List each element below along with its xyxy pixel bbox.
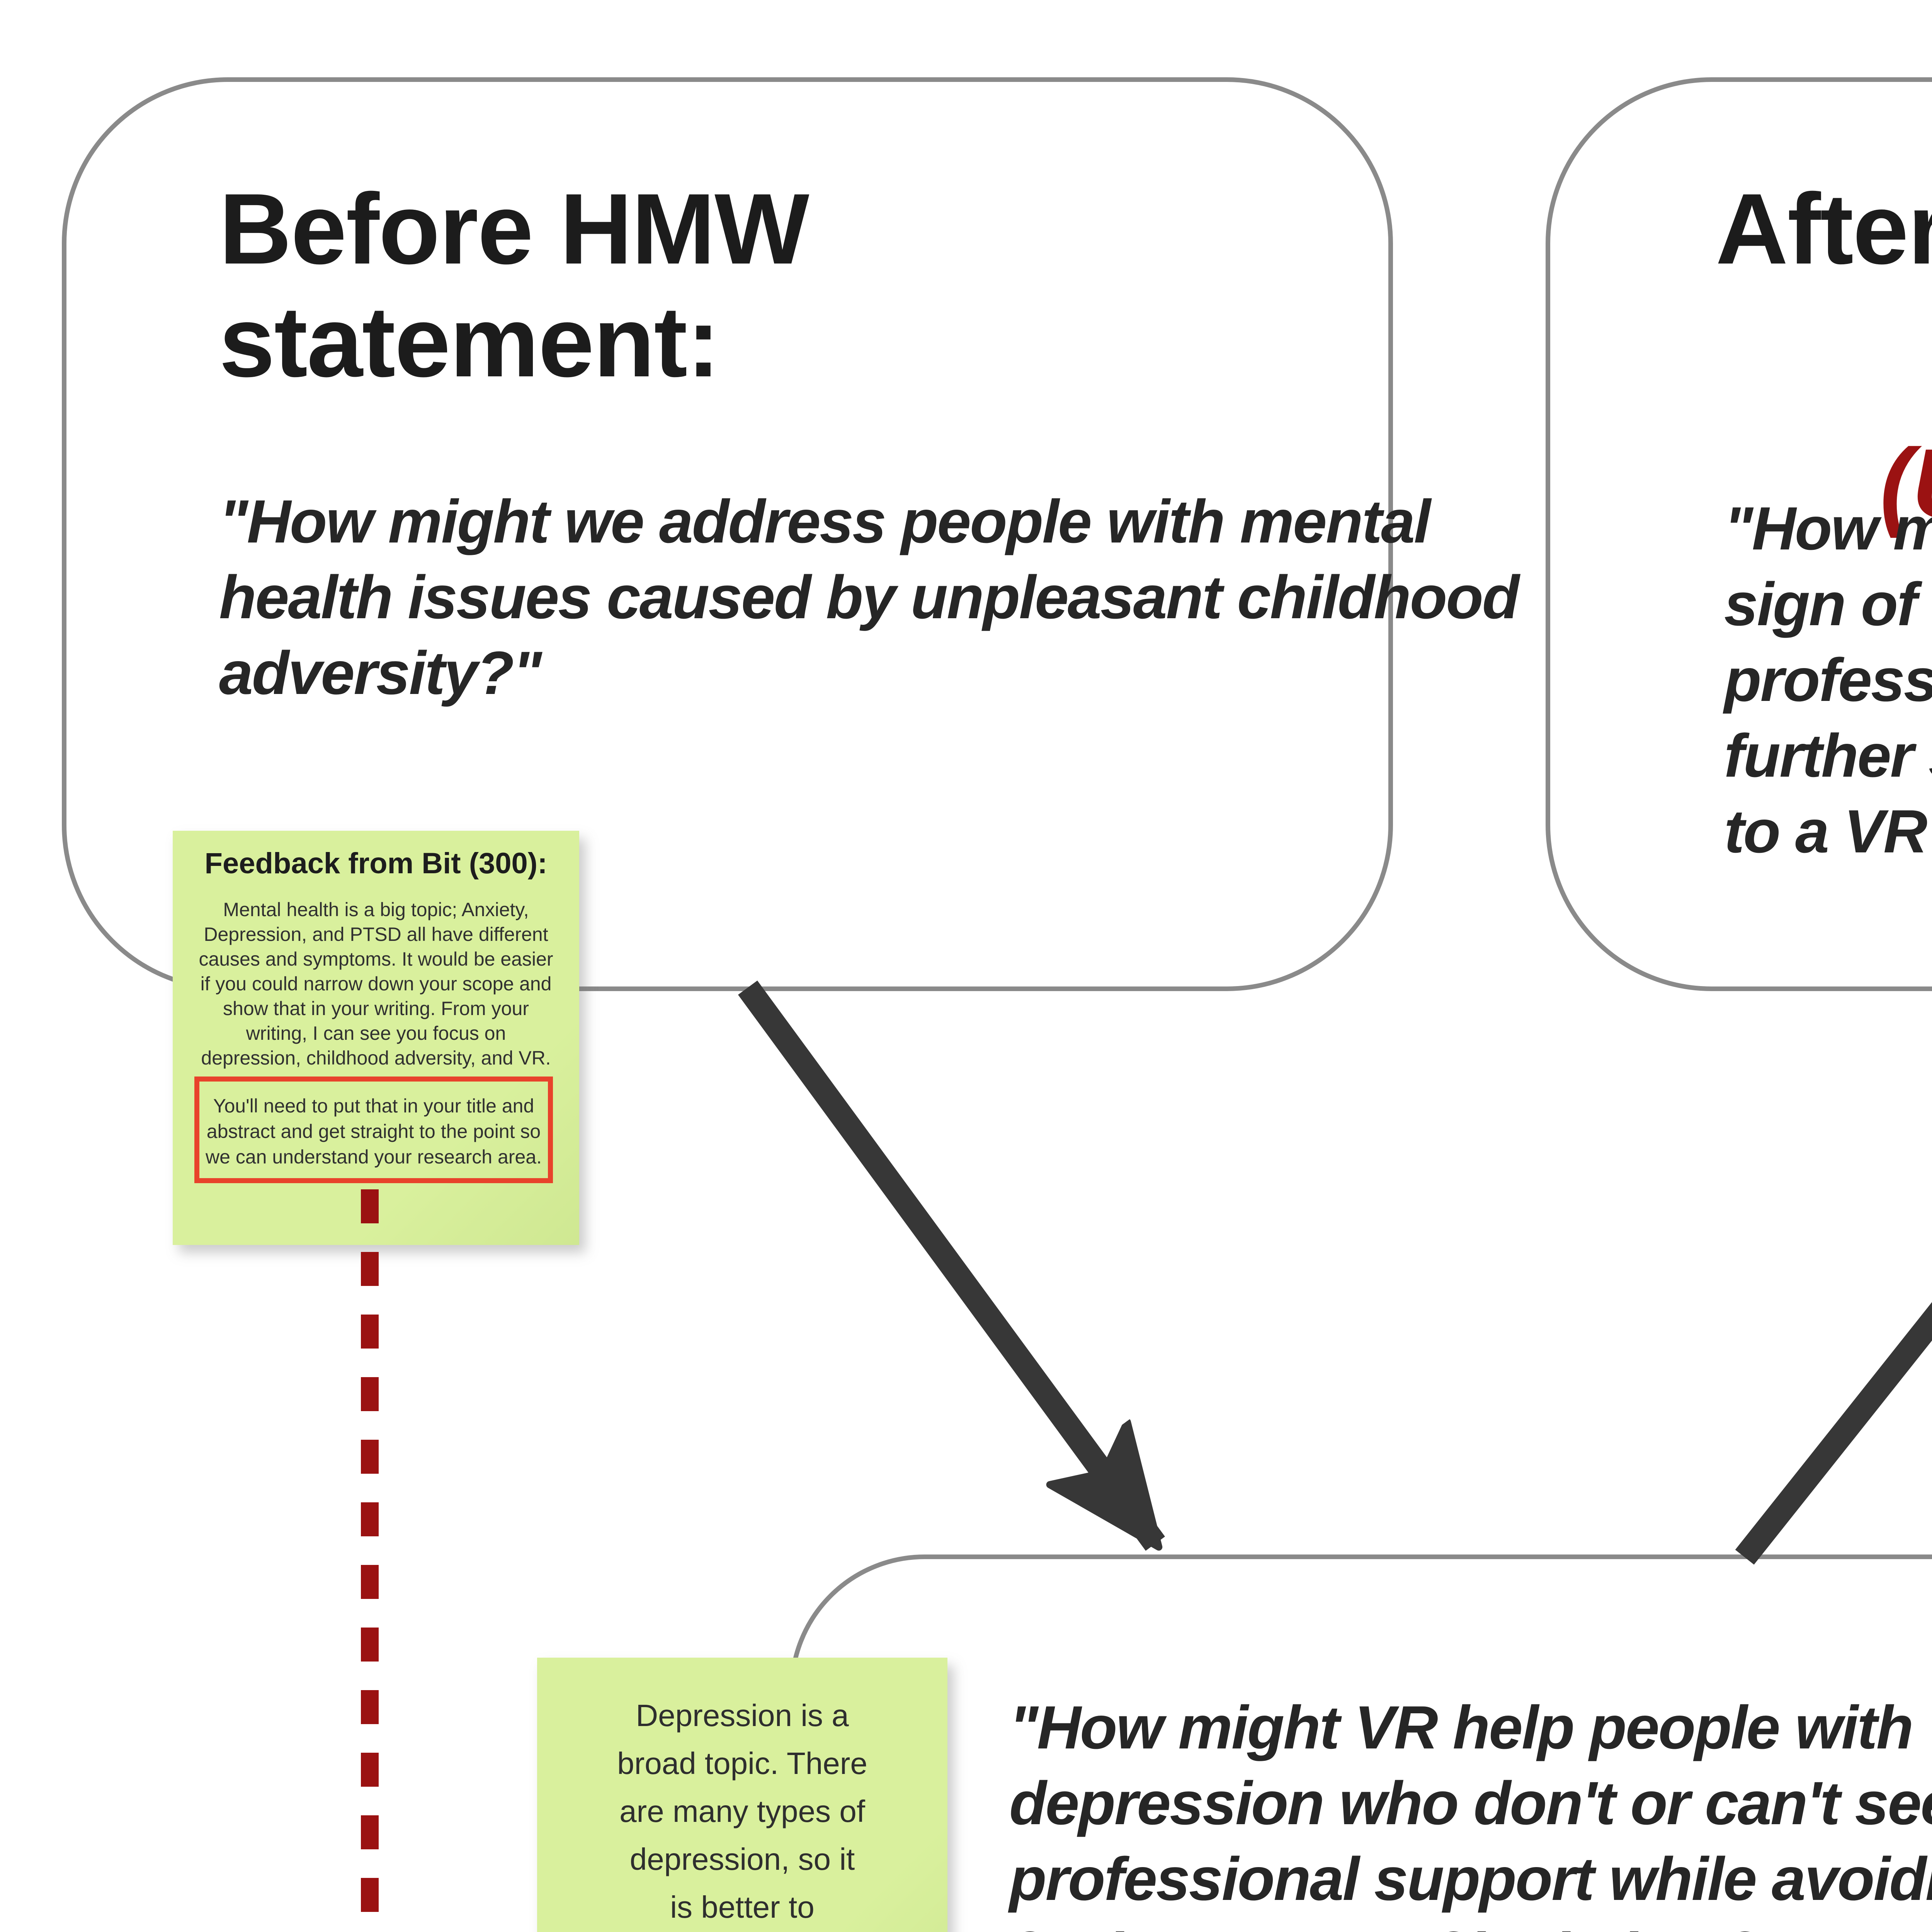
feedback-note-title: Feedback from Bit (300): — [204, 847, 548, 880]
before-hmw-title: Before HMW statement: — [219, 173, 810, 398]
after-hmw-quote: "How might VR help people who have a ear… — [1724, 495, 1932, 866]
feedback-note-body: Mental health is a big topic; Anxiety, D… — [199, 899, 553, 1069]
arrow-before-to-middle — [738, 980, 1165, 1551]
intermediate-hmw-box: "How might VR help people with depressio… — [789, 1554, 1932, 1932]
feedback-highlight-text: You'll need to put that in your title an… — [206, 1095, 542, 1168]
depression-sticky-note: Depression is a broad topic. There are m… — [537, 1658, 947, 1932]
updated-label: (Updated) — [1880, 429, 1932, 539]
arrow-middle-to-after — [1735, 1302, 1932, 1565]
after-hmw-title: After HMW statement — [1716, 173, 1932, 285]
intermediate-hmw-quote: "How might VR help people with depressio… — [1009, 1694, 1932, 1932]
feedback-highlight-box: You'll need to put that in your title an… — [194, 1077, 553, 1183]
before-hmw-quote: "How might we address people with mental… — [219, 488, 1519, 707]
after-hmw-box: After HMW statement (Updated) : "How mig… — [1546, 77, 1932, 991]
after-hmw-updated-line: (Updated) : — [1716, 314, 1932, 653]
feedback-sticky-note: Feedback from Bit (300): Mental health i… — [173, 831, 579, 1245]
depression-note-text: Depression is a broad topic. There are m… — [617, 1698, 867, 1924]
